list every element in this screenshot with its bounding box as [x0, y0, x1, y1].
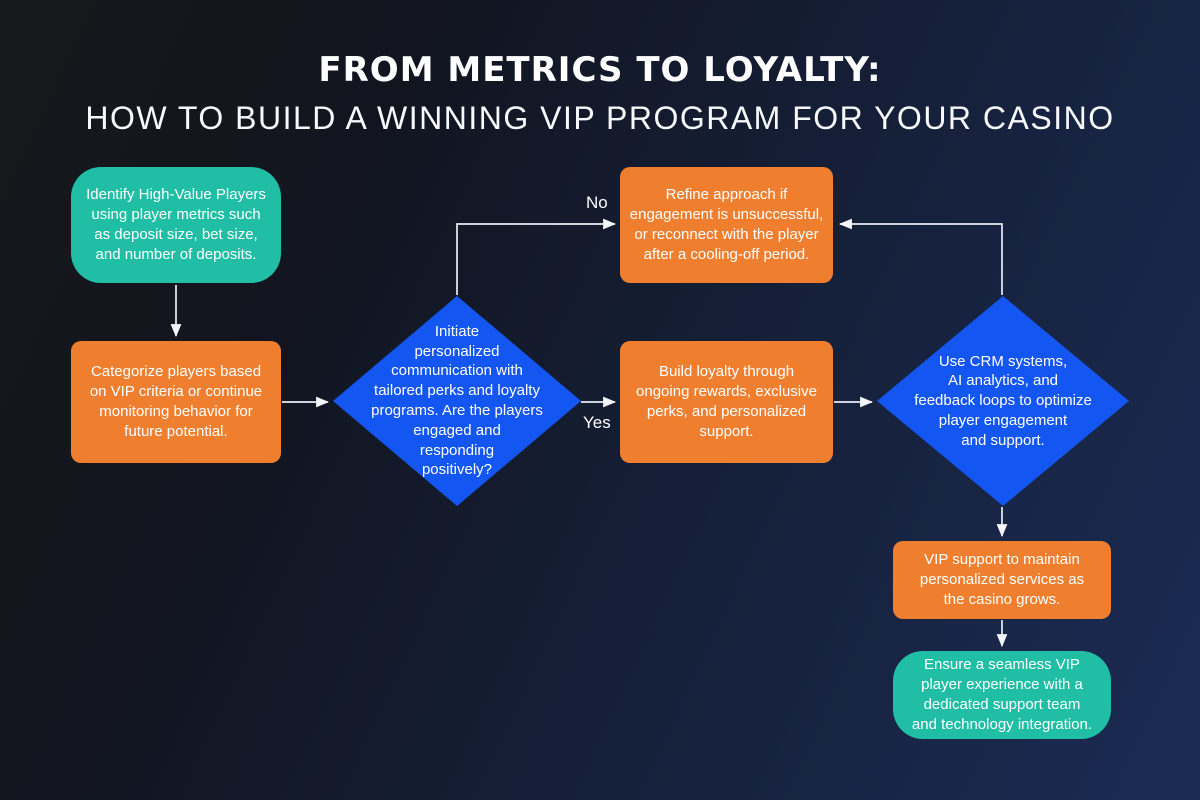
- title-line-2: HOW TO BUILD A WINNING VIP PROGRAM FOR Y…: [85, 100, 1115, 137]
- arrow-crm-to-refine: [838, 218, 1003, 295]
- node-identify-players-text: Identify High-Value Players using player…: [86, 186, 266, 263]
- node-refine-approach: Refine approach if engagement is unsucce…: [620, 167, 833, 283]
- node-build-loyalty: Build loyalty through ongoing rewards, e…: [620, 341, 833, 463]
- node-build-loyalty-text: Build loyalty through ongoing rewards, e…: [636, 363, 817, 440]
- branch-label-yes: Yes: [583, 413, 611, 432]
- node-vip-support: VIP support to maintain personalized ser…: [893, 541, 1111, 619]
- arrow-initiate-no-to-refine: [456, 218, 617, 295]
- node-categorize-players: Categorize players based on VIP criteria…: [71, 341, 281, 463]
- node-refine-approach-text: Refine approach if engagement is unsucce…: [629, 186, 824, 263]
- decision-initiate-communication: Initiate personalized communication with…: [333, 296, 581, 506]
- branch-label-no: No: [586, 193, 608, 212]
- node-categorize-players-text: Categorize players based on VIP criteria…: [89, 363, 263, 440]
- node-identify-players: Identify High-Value Players using player…: [71, 167, 281, 283]
- decision-crm-optimize: Use CRM systems, AI analytics, and feedb…: [877, 296, 1129, 506]
- node-vip-support-text: VIP support to maintain personalized ser…: [919, 551, 1085, 608]
- decision-initiate-communication-text: Initiate personalized communication with…: [371, 322, 543, 479]
- page-title: FROM METRICS TO LOYALTY: HOW TO BUILD A …: [0, 50, 1200, 137]
- title-line-1: FROM METRICS TO LOYALTY:: [318, 50, 882, 90]
- node-ensure-experience: Ensure a seamless VIP player experience …: [893, 651, 1111, 739]
- decision-crm-optimize-text: Use CRM systems, AI analytics, and feedb…: [914, 352, 1092, 449]
- node-ensure-experience-text: Ensure a seamless VIP player experience …: [911, 656, 1093, 733]
